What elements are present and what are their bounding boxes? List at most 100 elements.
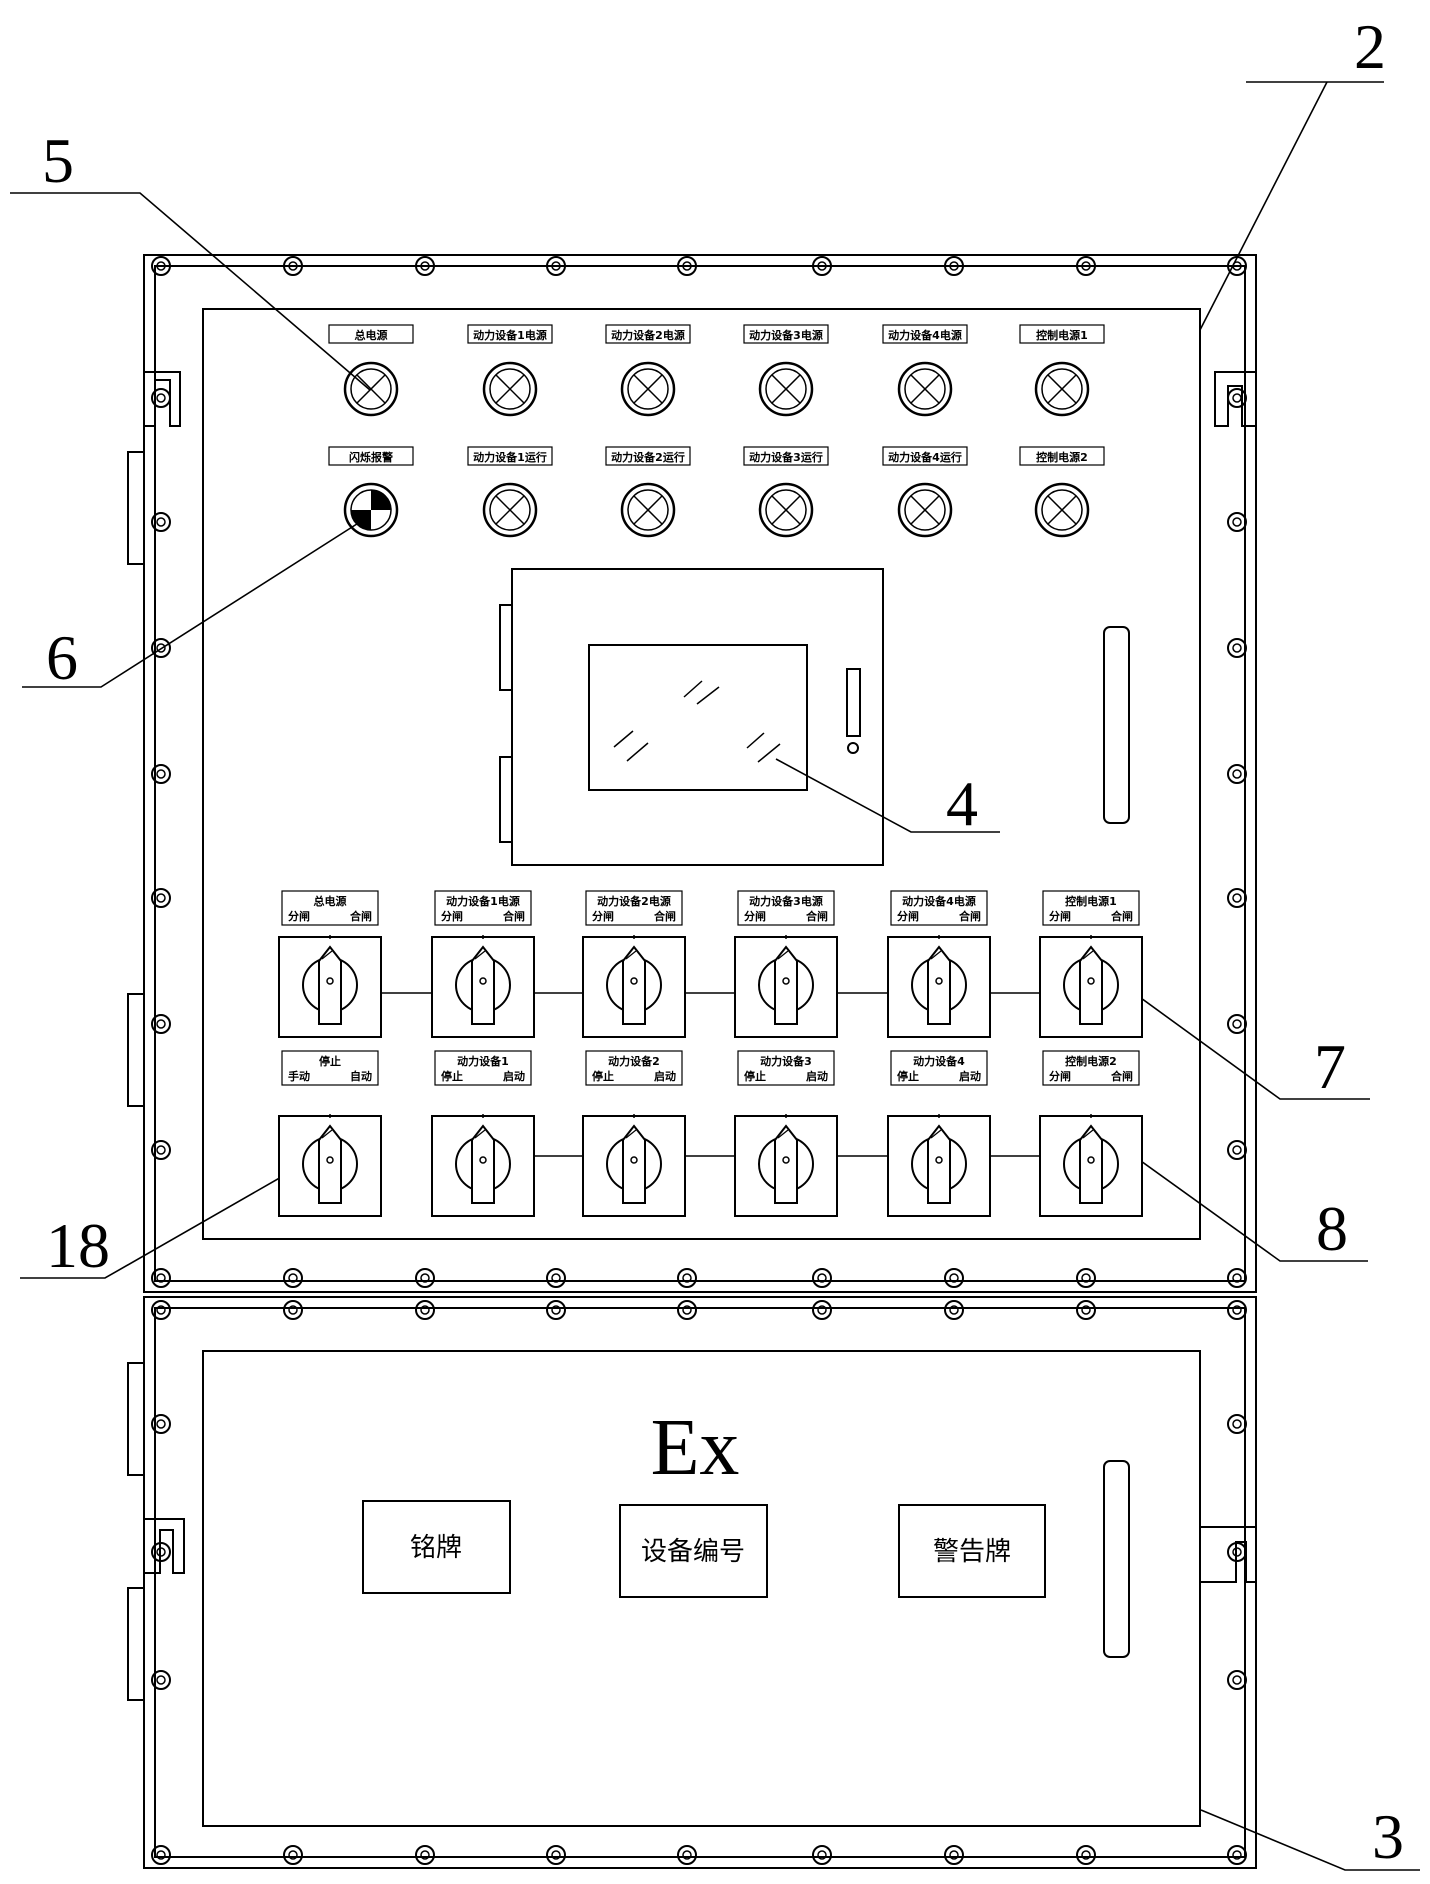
device-number-label: 设备编号 [641, 1537, 745, 1567]
svg-text:分闸: 分闸 [288, 909, 310, 923]
leader-lines [10, 81, 1420, 1871]
lamp-label: 控制电源2 [1019, 446, 1105, 466]
lamp-label: 动力设备2电源 [605, 324, 691, 344]
rotary-switch: 动力设备2电源分闸合闸 [582, 890, 686, 1038]
svg-text:动力设备3运行: 动力设备3运行 [749, 450, 823, 464]
svg-text:总电源: 总电源 [314, 894, 347, 908]
svg-text:自动: 自动 [350, 1069, 372, 1083]
bolt [677, 1300, 697, 1320]
upper-panel [202, 308, 1201, 1240]
svg-text:合闸: 合闸 [350, 909, 372, 923]
svg-text:合闸: 合闸 [1111, 1069, 1133, 1083]
bolt [546, 1845, 566, 1865]
warning-plate-label: 警告牌 [933, 1537, 1011, 1567]
lower-door-inner [154, 1307, 1246, 1858]
upper-right-hinge [1214, 371, 1256, 427]
lower-right-hinge [1199, 1526, 1256, 1583]
indicator-lamp [620, 361, 676, 417]
lamp-label: 动力设备1电源 [467, 324, 553, 344]
svg-text:停止: 停止 [897, 1069, 919, 1083]
lamp-label: 动力设备3电源 [743, 324, 829, 344]
indicator-lamp [343, 361, 399, 417]
lamp-label: 动力设备2运行 [605, 446, 691, 466]
left-side-cable-entry-2 [127, 993, 145, 1107]
bolt [151, 256, 171, 276]
rotary-switch: 动力设备4电源分闸合闸 [887, 890, 991, 1038]
bolt [151, 1268, 171, 1288]
svg-text:动力设备3: 动力设备3 [760, 1054, 812, 1068]
bolt [415, 1268, 435, 1288]
svg-text:分闸: 分闸 [1049, 909, 1071, 923]
bolt [944, 256, 964, 276]
nameplate-box [362, 1500, 511, 1594]
svg-text:启动: 启动 [806, 1069, 828, 1083]
switch-label: 动力设备1停止启动 [434, 1050, 532, 1086]
svg-text:动力设备2电源: 动力设备2电源 [611, 328, 685, 342]
lower-left-hinge [144, 1518, 185, 1574]
svg-text:合闸: 合闸 [1111, 909, 1133, 923]
indicator-lamp [897, 482, 953, 538]
bolt [151, 1845, 171, 1865]
bolt [812, 256, 832, 276]
svg-text:动力设备4电源: 动力设备4电源 [902, 894, 976, 908]
indicator-lamp [1034, 361, 1090, 417]
svg-text:控制电源2: 控制电源2 [1065, 1054, 1117, 1068]
indicator-lamp [758, 482, 814, 538]
callout-7: 7 [1314, 1031, 1346, 1102]
svg-text:动力设备4运行: 动力设备4运行 [888, 450, 962, 464]
callout-8: 8 [1316, 1193, 1348, 1264]
switch-label: 控制电源2分闸合闸 [1042, 1050, 1140, 1086]
svg-text:分闸: 分闸 [441, 909, 463, 923]
svg-text:动力设备3电源: 动力设备3电源 [749, 894, 823, 908]
ex-mark: Ex [651, 1404, 740, 1492]
bolt [151, 1140, 171, 1160]
svg-text:动力设备4: 动力设备4 [913, 1054, 965, 1068]
svg-text:动力设备1运行: 动力设备1运行 [473, 450, 547, 464]
switch-label: 动力设备2电源分闸合闸 [585, 890, 683, 926]
bolt [1227, 256, 1247, 276]
callout-5: 5 [42, 125, 74, 196]
bolt [1227, 888, 1247, 908]
svg-text:启动: 启动 [654, 1069, 676, 1083]
bolt [1227, 512, 1247, 532]
bolt [546, 1300, 566, 1320]
hmi-enclosure [511, 568, 884, 866]
bolt [151, 1014, 171, 1034]
bolt [151, 512, 171, 532]
bolt [944, 1300, 964, 1320]
bolt [1227, 638, 1247, 658]
lamp-label: 动力设备4运行 [882, 446, 968, 466]
svg-text:动力设备1电源: 动力设备1电源 [446, 894, 520, 908]
svg-text:动力设备2运行: 动力设备2运行 [611, 450, 685, 464]
callout-3: 3 [1372, 1801, 1404, 1872]
hmi-latch [846, 668, 861, 737]
bolt [415, 256, 435, 276]
bolt [1227, 1268, 1247, 1288]
nameplate-label: 铭牌 [410, 1533, 462, 1563]
bolt [546, 256, 566, 276]
svg-text:动力设备2电源: 动力设备2电源 [597, 894, 671, 908]
device-number-box [619, 1504, 768, 1598]
bolt [151, 1542, 171, 1562]
rotary-switch: 控制电源2分闸合闸 [1039, 1050, 1143, 1217]
bolt [812, 1845, 832, 1865]
switch-label: 动力设备4电源分闸合闸 [890, 890, 988, 926]
rotary-switch: 动力设备1停止启动 [431, 1050, 535, 1217]
svg-text:停止: 停止 [744, 1069, 766, 1083]
left-side-cable-entry-3 [127, 1362, 145, 1476]
rotary-switch: 动力设备1电源分闸合闸 [431, 890, 535, 1038]
bolt [677, 256, 697, 276]
svg-text:启动: 启动 [959, 1069, 981, 1083]
bolt [151, 638, 171, 658]
svg-text:动力设备3电源: 动力设备3电源 [749, 328, 823, 342]
bolt [1227, 1670, 1247, 1690]
switch-label: 控制电源1分闸合闸 [1042, 890, 1140, 926]
bolt [1076, 1268, 1096, 1288]
hmi-lock [847, 742, 859, 754]
